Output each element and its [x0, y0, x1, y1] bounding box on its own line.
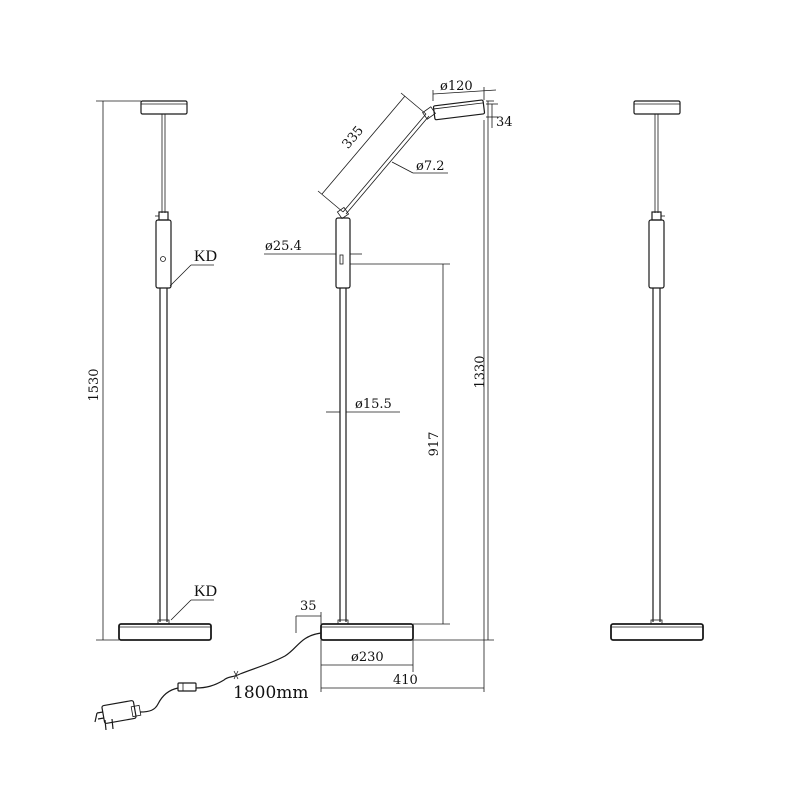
dim-cable-offset: 35: [295, 599, 322, 633]
power-cable: [94, 632, 322, 731]
side-view-base: [320, 623, 414, 641]
dim-base-diameter-label: ø230: [351, 650, 384, 665]
front-view-upper-tube: [155, 219, 172, 289]
dim-stem-height: 917: [350, 263, 450, 625]
front-view-joint: [158, 211, 169, 221]
cable-length-label: 1800mm: [233, 683, 309, 703]
back-view-lamp: [610, 100, 704, 641]
front-view-lamp: [118, 100, 212, 641]
side-view-arm: [342, 113, 427, 213]
kd-callout-base: KD: [170, 583, 217, 621]
power-adapter-icon: [94, 700, 142, 731]
dim-arm-length: 335: [317, 92, 427, 213]
dim-upper-tube-diameter: ø25.4: [264, 239, 362, 255]
dim-pole-diameter: ø15.5: [326, 397, 400, 413]
dim-head-diameter: ø120: [432, 79, 497, 101]
dim-reach-width-label: 410: [393, 673, 418, 688]
kd-label-base: KD: [194, 583, 217, 600]
dim-arm-length-label: 335: [340, 123, 367, 152]
back-view-joint: [651, 211, 662, 221]
dim-head-thickness-label: 34: [496, 115, 513, 130]
back-view-head: [633, 100, 681, 115]
dim-total-height-label: 1530: [87, 368, 102, 401]
kd-callout-top: KD: [169, 248, 217, 287]
dim-arm-diameter: ø7.2: [391, 159, 448, 174]
dim-reach-width: 410: [321, 120, 485, 692]
side-view-lamp: [320, 99, 486, 641]
dim-base-diameter: ø230: [320, 640, 414, 692]
dim-total-height: 1530: [87, 100, 141, 641]
side-view-head: [432, 99, 486, 121]
back-view-upper-tube: [648, 219, 665, 289]
front-view-switch: [160, 256, 166, 262]
front-view-base: [118, 623, 212, 641]
front-view-head: [140, 100, 188, 115]
back-view-base: [610, 623, 704, 641]
dim-arm-diameter-label: ø7.2: [416, 159, 445, 174]
side-view-upper-tube: [335, 217, 351, 289]
dim-head-thickness: 34: [486, 103, 513, 130]
dim-head-diameter-label: ø120: [440, 79, 473, 94]
kd-label-top: KD: [194, 248, 217, 265]
dim-pole-diameter-label: ø15.5: [355, 397, 392, 412]
dim-upper-tube-diameter-label: ø25.4: [265, 239, 302, 254]
dim-cable-offset-label: 35: [300, 599, 317, 614]
dim-lamp-height: 1330: [413, 100, 494, 641]
dim-stem-height-label: 917: [427, 432, 442, 457]
dim-lamp-height-label: 1330: [473, 355, 488, 388]
